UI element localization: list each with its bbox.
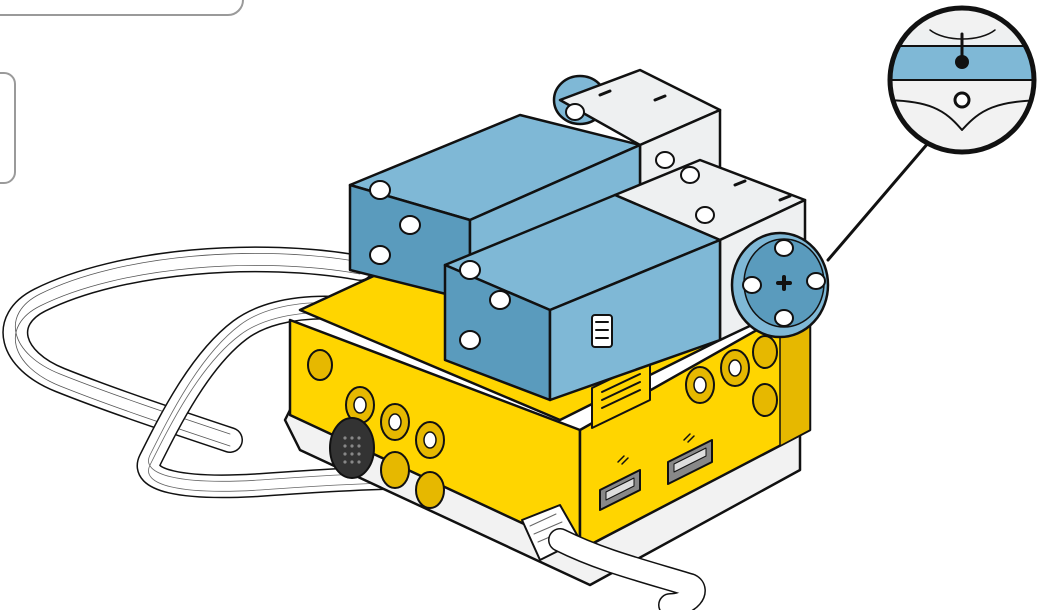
cable-left [2,246,373,453]
motor-front [443,158,830,402]
magnifier-callout-icon [826,5,1037,262]
side-panel-tab [0,72,16,184]
port-socket-icon [599,433,713,511]
speaker-grille-icon [329,417,375,479]
cable-front [548,528,706,610]
motor-shaft-disk [730,231,830,339]
